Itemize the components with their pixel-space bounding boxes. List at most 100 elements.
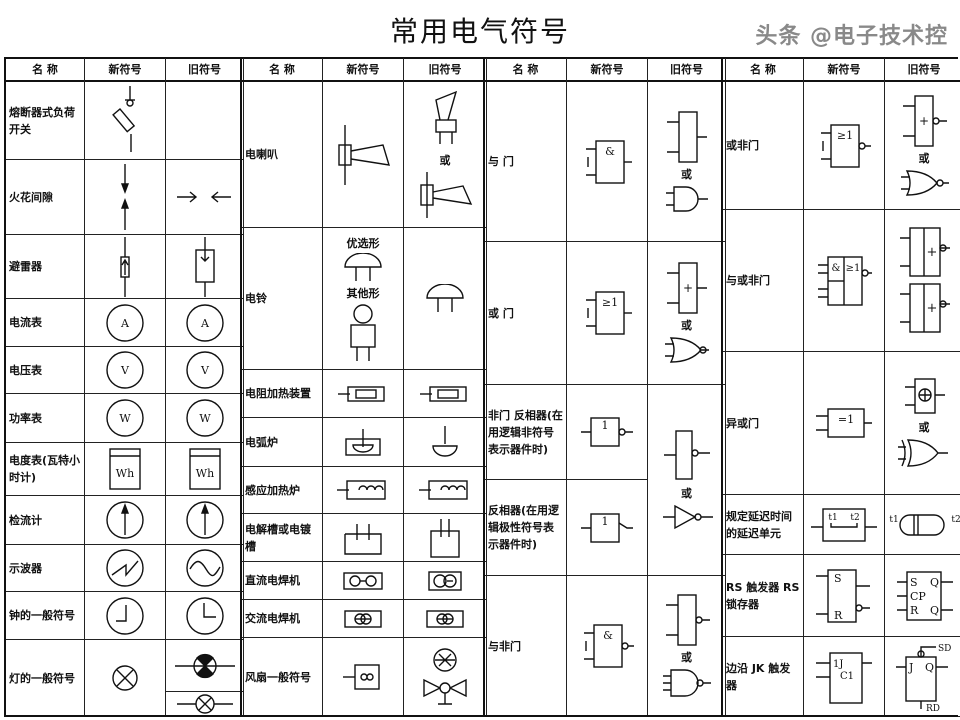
arc-furnace-old-icon (425, 424, 465, 460)
old-symbol-cell (404, 514, 486, 562)
logic-tall-icon: + (665, 261, 709, 315)
meter-circle-icon: V (104, 349, 146, 391)
arc-furnace-new-icon (343, 427, 383, 457)
old-symbol-column: 旧符号或 (404, 58, 487, 717)
old-symbol-cell (404, 467, 486, 514)
new-symbol-cell (323, 638, 403, 717)
xor-box-icon (901, 377, 947, 417)
symbol-name: 风扇一般符号 (242, 638, 322, 717)
symbol-label: RD (926, 704, 940, 713)
logic-box-icon: ≥1 (582, 288, 632, 338)
symbol-name: 电弧炉 (242, 418, 322, 467)
symbol-label: V (200, 364, 210, 377)
old-symbol-cell: +或 (648, 242, 725, 385)
name-column: 名 称熔断器式负荷开关火花间隙避雷器电流表电压表功率表电度表(瓦特小时计)检流计… (6, 58, 85, 717)
new-symbol-cell (85, 545, 165, 592)
symbol-label: A (200, 317, 210, 330)
name-column: 名 称电喇叭电铃电阻加热装置电弧炉感应加热炉电解槽或电镀槽直流电焊机交流电焊机风… (242, 58, 323, 717)
variant-label: 优选形 (346, 236, 380, 250)
or-label: 或 (681, 319, 692, 332)
new-symbol-cell: W (85, 394, 165, 443)
table-section-2: 名 称电喇叭电铃电阻加热装置电弧炉感应加热炉电解槽或电镀槽直流电焊机交流电焊机风… (240, 58, 487, 717)
new-symbol-cell: ≥1 (804, 82, 884, 210)
column-header: 名 称 (723, 58, 803, 82)
old-symbol-cell: 或 (404, 82, 486, 228)
column-header: 新符号 (804, 58, 884, 82)
meter-circle-icon: W (184, 397, 226, 439)
symbol-label: A (120, 317, 130, 330)
new-symbol-cell (323, 600, 403, 638)
symbol-label: R (910, 604, 919, 617)
logic-tall-1-bubble-icon (662, 429, 712, 483)
new-symbol-cell: V (85, 347, 165, 394)
old-symbol-cell: ++ (885, 210, 960, 352)
new-symbol-cell: Wh (85, 443, 165, 496)
symbol-name: 电铃 (242, 228, 322, 370)
name-column: 名 称与 门或 门非门 反相器(在用逻辑非符号表示器件时)反相器(在用逻辑极性符… (485, 58, 567, 717)
logic-box-bubble-icon: & (580, 621, 634, 671)
oscilloscope-new-icon (104, 547, 146, 589)
logic-tall-bubble-icon (664, 593, 710, 647)
symbol-name: 电流表 (6, 299, 84, 347)
symbol-label: & (605, 145, 615, 158)
symbol-name: 检流计 (6, 496, 84, 545)
arrester-new-icon (115, 236, 135, 297)
symbol-name: 与或非门 (723, 210, 803, 352)
lamp-filled-icon (174, 653, 235, 679)
symbol-name: 异或门 (723, 352, 803, 495)
symbol-label: Q (930, 576, 939, 589)
column-header: 旧符号 (885, 58, 960, 82)
symbol-name: 电阻加热装置 (242, 370, 322, 418)
logic-box-1-bubble-icon: 1 (579, 415, 635, 449)
horn-old-up-icon (430, 90, 460, 150)
aoi-new-icon: &≥1 (816, 253, 872, 309)
clock-old-icon (184, 595, 226, 637)
page-title: 常用电气符号 (389, 15, 571, 48)
symbol-name: RS 触发器 RS 锁存器 (723, 555, 803, 637)
or-label: 或 (681, 651, 692, 664)
symbol-name: 与 门 (485, 82, 566, 242)
electrolytic-new-icon (341, 520, 385, 556)
symbol-name: 非门 反相器(在用逻辑非符号表示器件时) (485, 385, 566, 480)
bell-dome-icon (343, 251, 383, 283)
meter-circle-icon: V (184, 349, 226, 391)
symbol-label: Wh (195, 467, 213, 480)
table-top-rule (4, 57, 958, 59)
symbol-label: t2 (951, 515, 960, 525)
old-symbol-cell (166, 82, 243, 160)
column-header: 新符号 (85, 58, 165, 82)
symbol-name: 避雷器 (6, 235, 84, 299)
ac-welder-icon (425, 609, 465, 629)
new-symbol-cell (85, 640, 165, 717)
symbol-name: 规定延迟时间的延迟单元 (723, 495, 803, 555)
symbol-label: C1 (840, 671, 854, 682)
or-label: 或 (439, 153, 451, 167)
induction-furnace-icon (337, 479, 389, 501)
symbol-label: + (927, 301, 938, 316)
table-section-3: 名 称与 门或 门非门 反相器(在用逻辑非符号表示器件时)反相器(在用逻辑极性符… (483, 58, 726, 717)
and-gate-icon (664, 184, 710, 214)
old-symbol-cell (404, 562, 486, 600)
old-symbol-cell (166, 640, 243, 692)
inverter-icon (661, 503, 713, 531)
watermark: 头条 @电子技术控 (755, 24, 948, 49)
new-symbol-cell: =1 (804, 352, 884, 495)
old-symbol-cell (166, 235, 243, 299)
symbol-label: 1 (602, 419, 609, 432)
symbol-label: =1 (838, 413, 854, 426)
old-symbol-cell: +或 (885, 82, 960, 210)
induction-furnace-icon (419, 479, 471, 501)
symbol-label: V (120, 364, 130, 377)
old-symbol-cell (166, 692, 243, 717)
new-symbol-cell (85, 592, 165, 640)
lamp-icon (110, 663, 140, 693)
symbol-name: 火花间隙 (6, 160, 84, 235)
new-symbol-cell (323, 467, 403, 514)
column-header: 名 称 (485, 58, 566, 82)
